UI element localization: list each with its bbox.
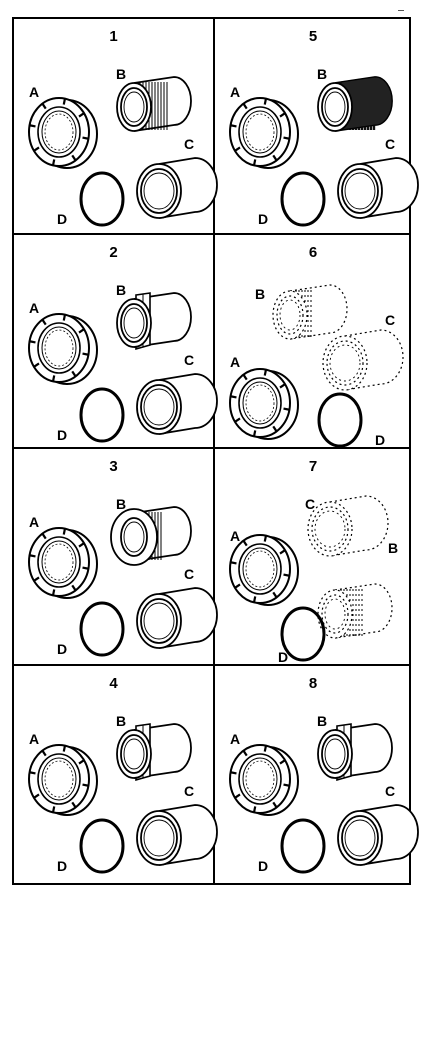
- label-b: B: [116, 282, 126, 298]
- fitting-body-icon: [110, 506, 192, 566]
- label-a: A: [29, 84, 39, 100]
- label-d: D: [57, 427, 67, 443]
- panel-number: 2: [109, 244, 117, 261]
- label-d: D: [258, 211, 268, 227]
- socket-end-icon: [136, 804, 218, 866]
- o-ring-icon: [317, 392, 363, 448]
- socket-end-icon: [136, 587, 218, 649]
- label-a: A: [230, 354, 240, 370]
- socket-end-icon: [337, 804, 419, 866]
- label-c: C: [184, 352, 194, 368]
- label-b: B: [116, 713, 126, 729]
- union-nut-icon: [28, 744, 98, 816]
- socket-end-icon: [322, 329, 404, 391]
- label-c: C: [184, 783, 194, 799]
- panel-number: 3: [109, 458, 117, 475]
- panel-drawing: 5A B C D: [229, 28, 419, 227]
- label-c: C: [385, 136, 395, 152]
- union-nut-icon: [28, 313, 98, 385]
- label-a: A: [29, 514, 39, 530]
- union-nut-icon: [229, 744, 299, 816]
- o-ring-icon: [79, 601, 125, 657]
- panel-number: 7: [309, 458, 317, 475]
- label-c: C: [184, 566, 194, 582]
- label-d: D: [375, 432, 385, 448]
- label-a: A: [29, 300, 39, 316]
- panel-drawing: 2A B C D: [28, 244, 218, 443]
- label-b: B: [116, 66, 126, 82]
- panel-number: 8: [309, 675, 317, 692]
- label-b: B: [388, 540, 398, 556]
- union-nut-icon: [28, 97, 98, 169]
- label-d: D: [258, 858, 268, 874]
- union-nut-icon: [229, 368, 299, 440]
- label-c: C: [385, 783, 395, 799]
- panel-drawing: 7A B C D: [229, 458, 398, 665]
- o-ring-icon: [280, 171, 326, 227]
- label-c: C: [385, 312, 395, 328]
- label-c: C: [184, 136, 194, 152]
- panel-drawing: 1A B C D: [28, 28, 218, 227]
- o-ring-icon: [79, 387, 125, 443]
- label-a: A: [29, 731, 39, 747]
- fitting-body-icon: [317, 583, 393, 639]
- label-a: A: [230, 731, 240, 747]
- row-divider-3: [14, 664, 409, 666]
- o-ring-icon: [79, 818, 125, 874]
- row-divider-1: [14, 233, 409, 235]
- socket-end-icon: [337, 157, 419, 219]
- socket-end-icon: [136, 373, 218, 435]
- o-ring-icon: [79, 171, 125, 227]
- panel-drawing: 6A B C D: [229, 244, 404, 448]
- fitting-body-icon: [116, 723, 192, 782]
- union-nut-icon: [229, 97, 299, 169]
- union-nut-icon: [229, 534, 299, 606]
- panel-drawing: 4A B C D: [28, 675, 218, 874]
- label-d: D: [57, 211, 67, 227]
- label-a: A: [230, 84, 240, 100]
- label-d: D: [57, 641, 67, 657]
- corner-mark: [398, 10, 404, 11]
- label-b: B: [317, 66, 327, 82]
- label-c: C: [305, 496, 315, 512]
- label-a: A: [230, 528, 240, 544]
- o-ring-icon: [280, 606, 326, 662]
- fitting-body-icon: [116, 292, 192, 351]
- label-b: B: [255, 286, 265, 302]
- label-d: D: [278, 649, 288, 665]
- socket-end-icon: [307, 495, 389, 557]
- o-ring-icon: [280, 818, 326, 874]
- label-d: D: [57, 858, 67, 874]
- socket-end-icon: [136, 157, 218, 219]
- fitting-body-icon: [116, 76, 192, 132]
- fitting-body-icon: [272, 284, 348, 340]
- panel-number: 5: [309, 28, 317, 45]
- fitting-body-icon: [317, 76, 393, 132]
- panel-drawing: 3A B C D: [28, 458, 218, 657]
- label-b: B: [317, 713, 327, 729]
- panel-number: 1: [109, 28, 117, 45]
- row-divider-2: [14, 447, 409, 449]
- panel-drawing: 8A B C D: [229, 675, 419, 874]
- panel-number: 4: [109, 675, 118, 692]
- column-divider: [213, 19, 215, 883]
- label-b: B: [116, 496, 126, 512]
- union-nut-icon: [28, 527, 98, 599]
- fitting-body-icon: [317, 723, 393, 782]
- panel-number: 6: [309, 244, 317, 261]
